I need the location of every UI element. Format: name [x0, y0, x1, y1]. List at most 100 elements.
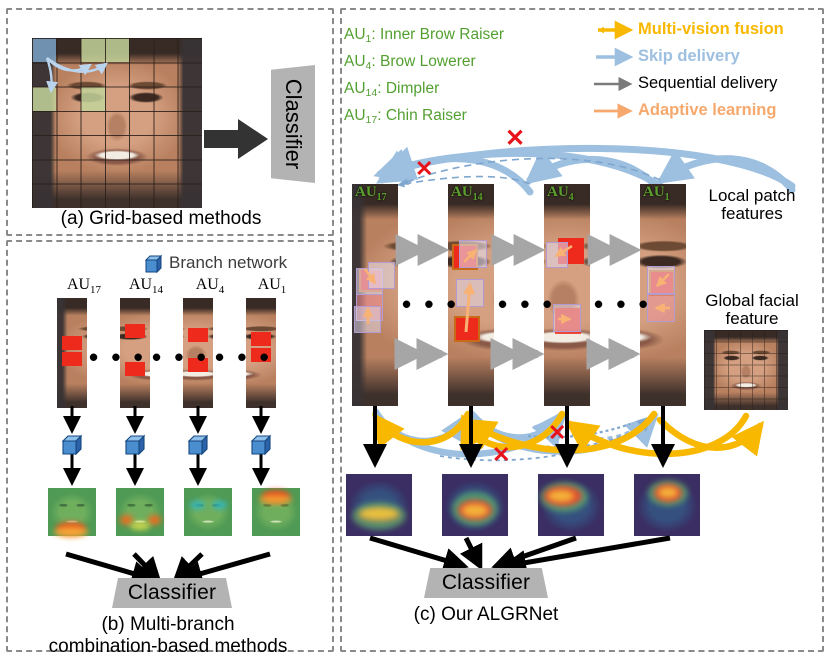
panel-c-ellipsis-1: • • • [402, 289, 459, 319]
panel-a-flow-arrow [204, 119, 268, 159]
panel-c-heatmap-3 [538, 474, 604, 536]
panel-b-au-label-17: AU17 [56, 276, 112, 296]
panel-a-classifier-label: Classifier [281, 78, 306, 170]
panel-b-heatmap-au17 [48, 488, 96, 537]
panel-c-caption: (c) Our ALGRNet [413, 604, 559, 625]
au-base: AU [257, 276, 281, 293]
au-sub: 14 [152, 284, 164, 297]
au-base: AU [547, 184, 569, 200]
panel-b-strip-au14 [120, 298, 150, 408]
panel-c-ellipsis-3: • • • [594, 289, 651, 319]
panel-b-ellipsis-1: • • • [89, 342, 146, 372]
panel-a-caption: (a) Grid-based methods [60, 208, 262, 229]
legend-au-sub: 1 [365, 33, 372, 45]
legend-label-sequential-delivery: Sequential delivery [638, 74, 778, 92]
legend-au-sep: : [377, 80, 386, 97]
branch-network-cube-icon [144, 254, 163, 274]
au-sub: 1 [280, 284, 287, 297]
panel-b-au-label-4: AU4 [182, 276, 238, 296]
legend-au-sep: : [371, 53, 381, 70]
au-sub: 4 [568, 192, 574, 203]
panel-b-caption-line2: combination-based methods [48, 636, 288, 657]
global-grid-lines-overlay [704, 330, 788, 410]
panel-c-classifier-arrows [369, 535, 671, 575]
local-patch-features-label-line1: Local patch [708, 186, 796, 205]
panel-b-branch-cube-3 [187, 434, 209, 456]
panel-b-strip-au1 [246, 298, 276, 408]
panel-c-vertical-arrows [363, 406, 675, 468]
grid-relation-arrows [45, 57, 108, 94]
au-sub: 1 [664, 192, 670, 203]
legend-au-17: AU17: Chin Raiser [344, 107, 467, 126]
panel-b-au-label-14: AU14 [118, 276, 174, 296]
panel-c-classifier-label: Classifier [441, 571, 531, 594]
local-patch-features-label-line2: features [721, 204, 783, 223]
au-base: AU [66, 276, 91, 293]
legend-label-skip-delivery: Skip delivery [638, 47, 740, 65]
panel-c-bottom-curves [372, 408, 764, 462]
legend-au-sub: 14 [365, 87, 378, 99]
panel-b-strip-au17 [57, 298, 87, 408]
panel-c-frame [340, 8, 824, 652]
panel-c-x-mark-bottom-1: ✕ [548, 420, 567, 445]
panel-b-heatmap-au14 [116, 488, 164, 536]
global-facial-feature-label-line2: feature [725, 309, 779, 328]
panel-c-x-mark-bottom-2: ✕ [492, 442, 511, 467]
au-base: AU [355, 184, 377, 200]
legend-au-base: AU [344, 53, 366, 70]
au-sub: 4 [218, 284, 225, 297]
panel-b-strip-au4 [183, 298, 213, 408]
panel-c-strip-au4: AU4 [544, 184, 590, 406]
panel-a: Classifier (a) Grid-based methods [6, 8, 334, 236]
panel-c-sequential-arrows [394, 234, 642, 370]
panel-b-caption-line1: (b) Multi-branch [101, 614, 235, 635]
legend-au-4: AU4: Brow Lowerer [344, 53, 476, 72]
panel-c-x-mark-top-2: ✕ [415, 156, 434, 181]
legend-au-sep: : [371, 26, 381, 43]
grid-face-image [32, 38, 202, 208]
panel-c-strip-au1: AU1 [640, 184, 686, 406]
panel-c-heatmap-4 [634, 474, 700, 536]
legend-arrow-icons [594, 20, 634, 119]
au-sub: 17 [376, 192, 387, 203]
legend-au-name: Brow Lowerer [380, 53, 476, 70]
legend-au-1: AU1: Inner Brow Raiser [344, 26, 504, 45]
panel-c-au-tag-4: AU4 [547, 185, 574, 203]
legend-au-base: AU [344, 80, 366, 97]
panel-b-ellipsis-3: • • • [215, 342, 272, 372]
global-facial-feature-label-line1: Global facial [705, 291, 799, 310]
legend: AU1: Inner Brow Raiser AU4: Brow Lowerer… [340, 8, 824, 138]
panel-b-classifier[interactable]: Classifier [112, 578, 232, 608]
legend-label-adaptive-learning: Adaptive learning [638, 101, 777, 119]
panel-b-heatmap-au1 [252, 488, 300, 536]
panel-c-skip-curves-top [373, 144, 796, 196]
panel-b-frame [6, 240, 334, 652]
panel-c-strip-au17: AU17 [352, 184, 398, 406]
panel-a-frame [6, 8, 334, 236]
panel-c-au-tag-1: AU1 [643, 185, 670, 203]
legend-au-sub: 4 [365, 60, 372, 72]
au-sub: 17 [90, 284, 102, 297]
panel-b-classifier-label: Classifier [127, 581, 217, 604]
panel-c-au-tag-17: AU17 [355, 185, 387, 203]
legend-au-name: Chin Raiser [385, 107, 467, 124]
legend-au-base: AU [344, 26, 366, 43]
panel-b-au-label-1: AU1 [244, 276, 300, 296]
panel-c-x-mark-top-1: ✕ [505, 125, 526, 152]
panel-b-branch-cube-4 [250, 434, 272, 456]
legend-au-sub: 17 [365, 114, 378, 126]
global-facial-feature-image [704, 330, 788, 410]
panel-c-au-tag-14: AU14 [451, 185, 483, 203]
panel-b-ellipsis-2: • • • [152, 342, 209, 372]
panel-b-heatmap-au4 [184, 488, 232, 536]
panel-a-classifier[interactable]: Classifier [271, 65, 315, 183]
panel-c-classifier[interactable]: Classifier [424, 568, 548, 598]
panel-c-heatmap-1 [346, 474, 412, 536]
legend-au-14: AU14: Dimpler [344, 80, 439, 99]
au-base: AU [451, 184, 473, 200]
panel-b-branch-cube-1 [61, 434, 83, 456]
panel-c-ellipsis-2: • • • [498, 289, 555, 319]
au-base: AU [128, 276, 153, 293]
panel-b-connections [63, 406, 271, 586]
legend-au-sep: : [377, 107, 386, 124]
